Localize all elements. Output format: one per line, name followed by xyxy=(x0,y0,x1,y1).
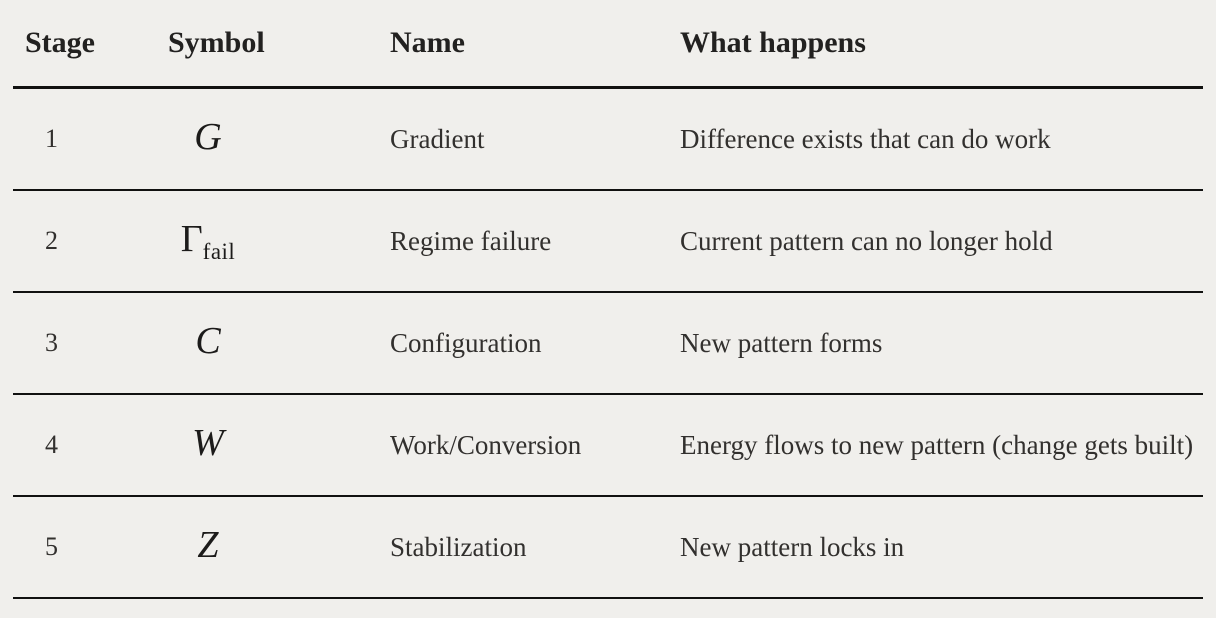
stage-description: New pattern locks in xyxy=(680,531,905,562)
stage-name: Work/Conversion xyxy=(390,429,582,460)
column-header-name: Name xyxy=(390,26,465,59)
stage-number: 1 xyxy=(45,124,58,154)
math-symbol: W xyxy=(168,421,248,470)
symbol-cell: C xyxy=(168,319,390,368)
stage-name: Stabilization xyxy=(390,531,527,562)
stage-name: Configuration xyxy=(390,327,542,358)
stage-number: 3 xyxy=(45,328,58,358)
column-header-what-happens: What happens xyxy=(680,26,866,59)
table-header-row: Stage Symbol Name What happens xyxy=(13,0,1203,89)
table-row: 4 W Work/Conversion Energy flows to new … xyxy=(13,395,1203,497)
symbol-cell: Z xyxy=(168,523,390,572)
stage-name: Regime failure xyxy=(390,225,552,256)
symbol-main: Γ xyxy=(180,217,203,260)
math-symbol: C xyxy=(168,319,248,368)
symbol-main: Z xyxy=(197,523,219,566)
stage-number: 4 xyxy=(45,430,58,460)
table-row: 1 G Gradient Difference exists that can … xyxy=(13,89,1203,191)
stage-description: Current pattern can no longer hold xyxy=(680,225,1053,256)
column-header-stage: Stage xyxy=(25,26,95,59)
stage-description: Energy flows to new pattern (change gets… xyxy=(680,429,1194,460)
symbol-cell: Γfail xyxy=(168,217,390,266)
symbol-cell: W xyxy=(168,421,390,470)
table-row: 2 Γfail Regime failure Current pattern c… xyxy=(13,191,1203,293)
symbol-main: G xyxy=(194,115,222,158)
symbol-main: W xyxy=(192,421,224,464)
table-row: 5 Z Stabilization New pattern locks in xyxy=(13,497,1203,599)
stage-number: 5 xyxy=(45,532,58,562)
stage-number: 2 xyxy=(45,226,58,256)
column-header-symbol: Symbol xyxy=(168,26,265,59)
stage-name: Gradient xyxy=(390,123,485,154)
symbol-cell: G xyxy=(168,115,390,164)
math-symbol: G xyxy=(168,115,248,164)
math-symbol: Z xyxy=(168,523,248,572)
math-symbol: Γfail xyxy=(168,217,248,266)
stage-description: New pattern forms xyxy=(680,327,883,358)
symbol-main: C xyxy=(195,319,221,362)
table-row: 3 C Configuration New pattern forms xyxy=(13,293,1203,395)
stages-table: Stage Symbol Name What happens 1 G Gradi… xyxy=(13,0,1203,599)
stage-description: Difference exists that can do work xyxy=(680,123,1051,154)
symbol-subscript: fail xyxy=(202,238,236,264)
